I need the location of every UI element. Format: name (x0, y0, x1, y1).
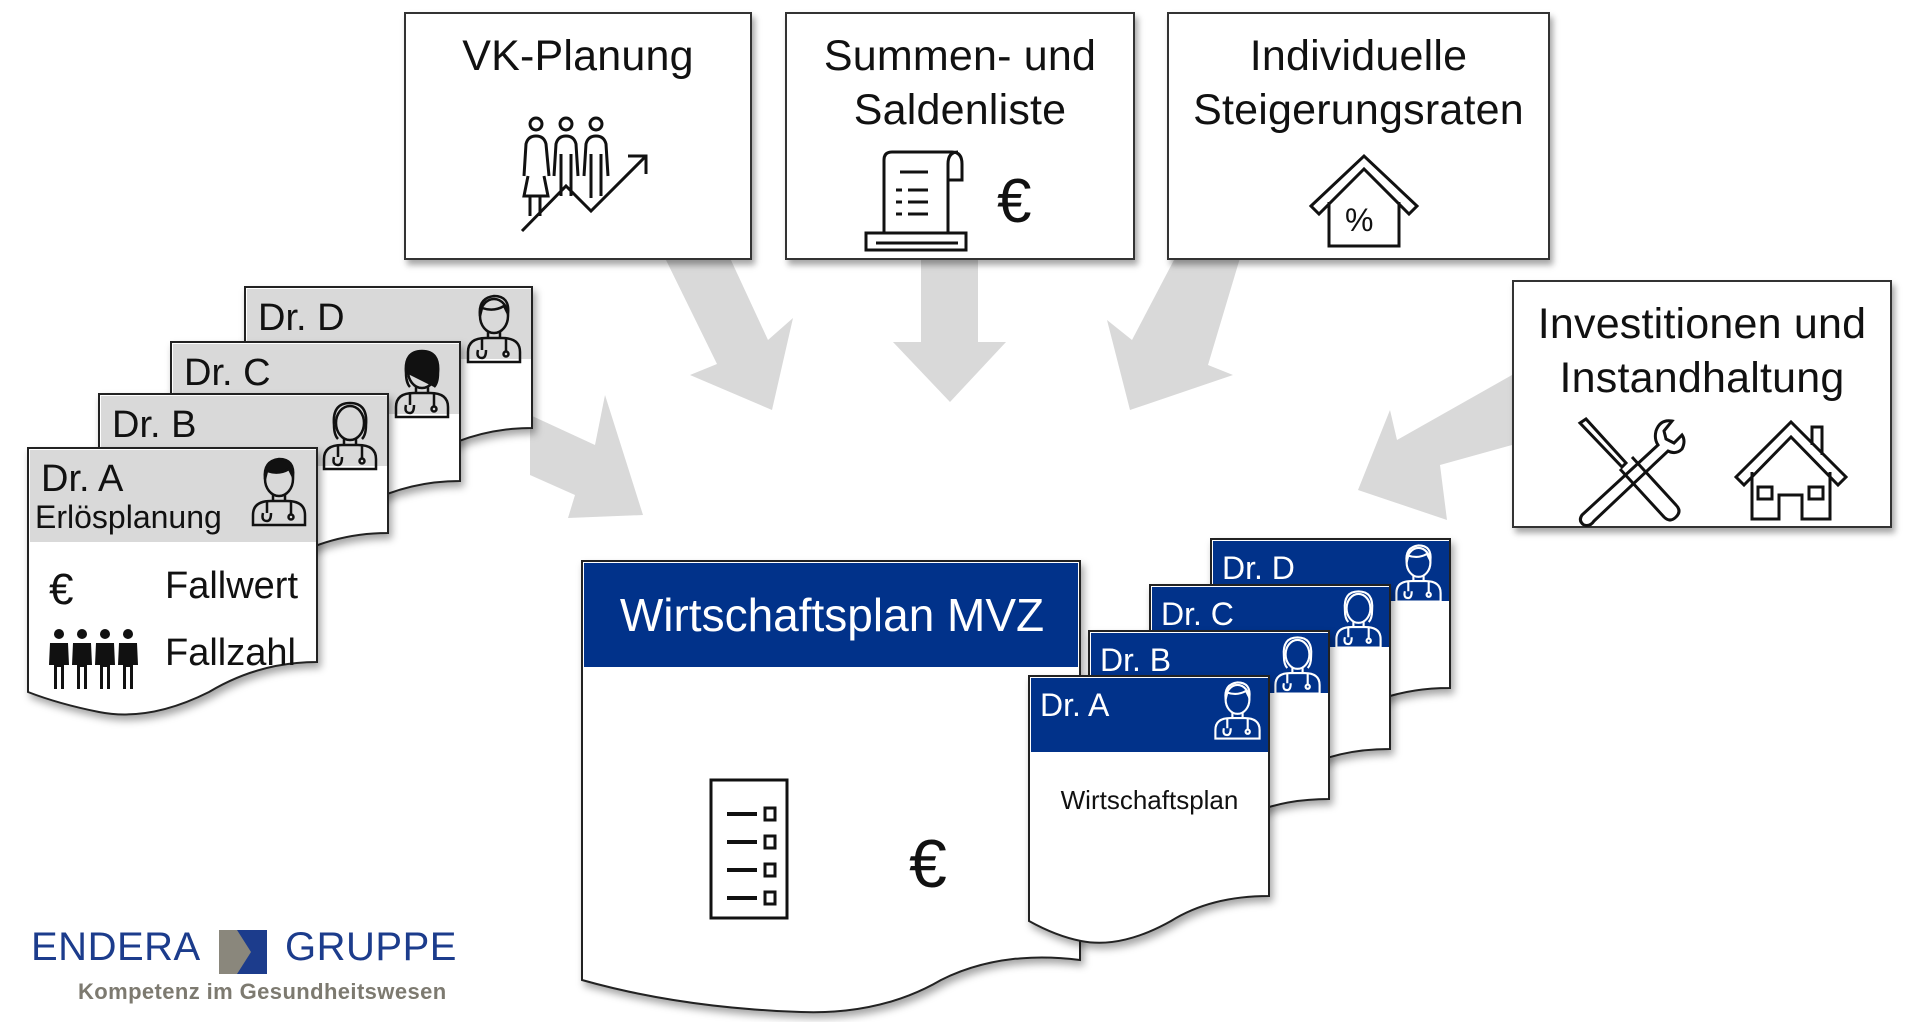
doctor-name: Dr. D (1222, 550, 1295, 586)
people-icon (49, 629, 138, 689)
doctor-name: Dr. C (184, 352, 271, 394)
staff-growth-icon (520, 116, 648, 233)
doctor-icon (320, 399, 380, 476)
steigerungsraten-title-line1: Individuelle (1249, 32, 1468, 80)
percent-symbol: % (1345, 202, 1374, 238)
plan-card-label: Wirtschaftsplan (1060, 785, 1239, 815)
doctor-icon (1212, 679, 1263, 744)
tools-icon (1577, 417, 1686, 527)
wirtschaftsplan-mvz-document: Wirtschaftsplan MVZ € (581, 560, 1083, 1022)
logo-tagline: Kompetenz im Gesundheitswesen (78, 979, 447, 1004)
doctor-name: Dr. D (258, 297, 345, 339)
doctor-icon (464, 292, 524, 369)
plan-euro-symbol: € (909, 826, 947, 902)
doctor-icon (1393, 542, 1444, 607)
doctor-icon (1333, 588, 1384, 653)
checklist-icon (709, 778, 789, 920)
doctor-icon (392, 347, 452, 424)
summen-title-line1: Summen- und (823, 32, 1097, 80)
doctor-icon (1272, 634, 1323, 699)
receipt-icon (864, 150, 968, 252)
arrow-summen-saldenliste (893, 258, 1006, 402)
endera-logo: ENDERA GRUPPE Kompetenz im Gesundheitswe… (31, 925, 456, 1005)
doctor-name: Dr. B (112, 404, 197, 446)
fallwert-euro-icon: € (49, 565, 74, 614)
summen-saldenliste-box: Summen- und Saldenliste € (785, 12, 1135, 260)
fallzahl-label: Fallzahl (165, 632, 296, 674)
investitionen-title-line1: Investitionen und (1537, 300, 1867, 348)
doctor-name: Dr. A (41, 458, 124, 500)
vk-planung-title: VK-Planung (462, 32, 694, 80)
vk-planung-box: VK-Planung (404, 12, 752, 260)
logo-gruppe: GRUPPE (285, 925, 457, 969)
plan-card-a: Dr. A Wirtschaftsplan (1028, 675, 1271, 951)
doctor-name: Dr. A (1040, 687, 1110, 723)
doctor-name: Dr. B (1100, 642, 1172, 678)
investitionen-title-line2: Instandhaltung (1559, 354, 1845, 402)
steigerungsraten-title-line2: Steigerungsraten (1193, 86, 1524, 134)
logo-chevron-icon (219, 930, 267, 974)
fallwert-label: Fallwert (165, 565, 299, 607)
logo-endera: ENDERA (31, 925, 201, 969)
euro-symbol: € (997, 167, 1032, 236)
plan-header-bar (584, 563, 1078, 667)
document-frame (581, 560, 1081, 1014)
card-subtitle: Erlösplanung (35, 499, 222, 535)
house-icon (1733, 419, 1849, 521)
house-percent-icon (1308, 153, 1420, 248)
arrow-investitionen (1358, 375, 1512, 520)
investitionen-box: Investitionen und Instandhaltung (1512, 280, 1892, 528)
doctor-name: Dr. C (1161, 596, 1234, 632)
steigerungsraten-box: Individuelle Steigerungsraten % (1167, 12, 1550, 260)
arrow-erloesplanung (530, 395, 643, 518)
revenue-card-a: Dr. A Erlösplanung € Fallwert Fallzahl (27, 447, 319, 732)
wirtschaftsplan-mvz-title: Wirtschaftsplan MVZ (619, 589, 1045, 641)
summen-title-line2: Saldenliste (853, 86, 1067, 134)
arrow-steigerungsraten (1107, 258, 1240, 410)
doctor-icon (249, 455, 309, 532)
arrow-vk-planung (665, 258, 793, 410)
